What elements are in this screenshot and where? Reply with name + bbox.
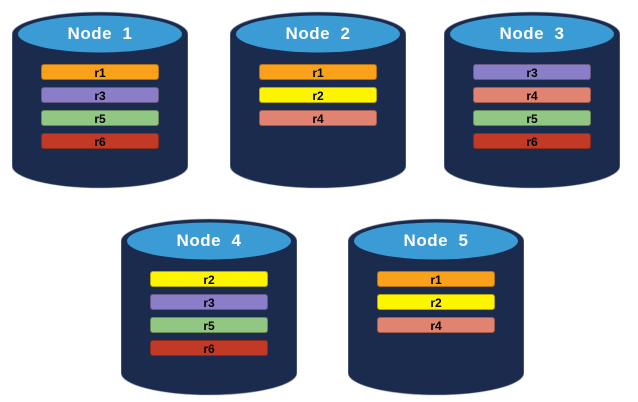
node-title: Node 1 bbox=[67, 24, 133, 43]
replica-bar-list: r1 r2 r4 bbox=[259, 64, 377, 126]
replica-bar-r5: r5 bbox=[150, 317, 268, 333]
db-node-1: Node 1 r1 r3 r5 r6 bbox=[12, 9, 188, 191]
replica-bar-r6: r6 bbox=[41, 133, 159, 149]
replica-bar-r2: r2 bbox=[259, 87, 377, 103]
replica-bar-list: r3 r4 r5 r6 bbox=[473, 64, 591, 149]
replica-bar-r4: r4 bbox=[473, 87, 591, 103]
cylinder-top-ellipse bbox=[236, 15, 400, 53]
replica-bar-r1: r1 bbox=[259, 64, 377, 80]
node-title: Node 4 bbox=[176, 231, 242, 250]
cylinder-top-ellipse bbox=[18, 15, 182, 53]
node-title: Node 5 bbox=[403, 231, 469, 250]
replica-bar-r2: r2 bbox=[150, 271, 268, 287]
replica-bar-r3: r3 bbox=[150, 294, 268, 310]
replica-bar-r5: r5 bbox=[41, 110, 159, 126]
node-title: Node 2 bbox=[285, 24, 351, 43]
replica-bar-r5: r5 bbox=[473, 110, 591, 126]
db-node-3: Node 3 r3 r4 r5 r6 bbox=[444, 9, 620, 191]
replica-bar-r3: r3 bbox=[41, 87, 159, 103]
db-node-4: Node 4 r2 r3 r5 r6 bbox=[121, 216, 297, 398]
replica-bar-r1: r1 bbox=[377, 271, 495, 287]
replica-bar-r6: r6 bbox=[150, 340, 268, 356]
replica-bar-list: r1 r2 r4 bbox=[377, 271, 495, 333]
replica-bar-r3: r3 bbox=[473, 64, 591, 80]
db-node-2: Node 2 r1 r2 r4 bbox=[230, 9, 406, 191]
node-title: Node 3 bbox=[499, 24, 565, 43]
replica-bar-r6: r6 bbox=[473, 133, 591, 149]
replica-bar-r1: r1 bbox=[41, 64, 159, 80]
cylinder-top-ellipse bbox=[127, 222, 291, 260]
replica-bar-r2: r2 bbox=[377, 294, 495, 310]
replica-bar-list: r2 r3 r5 r6 bbox=[150, 271, 268, 356]
cylinder-top-ellipse bbox=[354, 222, 518, 260]
replica-bar-r4: r4 bbox=[259, 110, 377, 126]
replica-bar-r4: r4 bbox=[377, 317, 495, 333]
cylinder-top-ellipse bbox=[450, 15, 614, 53]
replica-bar-list: r1 r3 r5 r6 bbox=[41, 64, 159, 149]
db-node-5: Node 5 r1 r2 r4 bbox=[348, 216, 524, 398]
